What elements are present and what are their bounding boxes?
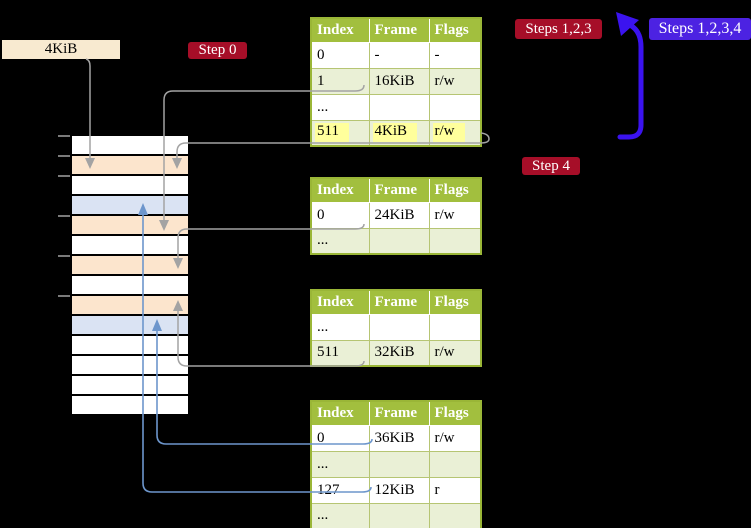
frame-size-label: 4KiB — [2, 40, 120, 59]
table-cell — [368, 313, 430, 341]
table-cell: r — [428, 476, 482, 504]
memory-frame-row — [72, 276, 188, 296]
table-row: 511 4KiB r/w — [310, 119, 482, 147]
table-row: ... — [310, 502, 482, 528]
table-row: 0-- — [310, 41, 482, 69]
memory-frame-row — [72, 356, 188, 376]
table-cell: 32KiB — [368, 339, 430, 367]
memory-tick — [58, 175, 70, 177]
memory-frame-row — [72, 136, 188, 156]
memory-frame-row — [72, 316, 188, 336]
memory-frame-row — [72, 216, 188, 236]
table-cell — [428, 313, 482, 341]
column-header: Flags — [428, 289, 482, 315]
memory-frame-row — [72, 156, 188, 176]
memory-tick — [58, 215, 70, 217]
memory-frame-row — [72, 376, 188, 396]
column-header: Frame — [368, 177, 430, 203]
table-cell: 511 — [310, 339, 370, 367]
column-header: Index — [310, 177, 370, 203]
memory-tick — [58, 135, 70, 137]
table-cell: 4KiB — [368, 119, 430, 147]
column-header: Flags — [428, 177, 482, 203]
table-cell: 511 — [310, 119, 370, 147]
table-row: ... — [310, 93, 482, 121]
highlighted-value: 4KiB — [372, 123, 418, 143]
step0-badge: Step 0 — [188, 42, 247, 59]
table-cell — [368, 227, 430, 255]
table-cell: r/w — [428, 119, 482, 147]
table-row: ... — [310, 450, 482, 478]
steps-123-badge: Steps 1,2,3 — [515, 19, 602, 39]
recursive-mapping-arrow — [617, 22, 644, 140]
table-cell: r/w — [428, 67, 482, 95]
table-cell: r/w — [428, 339, 482, 367]
highlighted-value: r/w — [432, 123, 465, 143]
memory-tick — [58, 155, 70, 157]
table-cell: ... — [310, 93, 370, 121]
memory-frame-row — [72, 296, 188, 316]
memory-tick — [58, 295, 70, 297]
table-cell — [368, 450, 430, 478]
column-header: Index — [310, 400, 370, 426]
memory-frame-row — [72, 396, 188, 414]
table-cell: ... — [310, 313, 370, 341]
table-cell: r/w — [428, 201, 482, 229]
table-cell: 1 — [310, 67, 370, 95]
table-cell: 0 — [310, 41, 370, 69]
table-cell — [368, 502, 430, 528]
column-header: Index — [310, 17, 370, 43]
table-cell: 127 — [310, 476, 370, 504]
arrow-up-left-icon — [616, 12, 639, 36]
table-cell — [428, 227, 482, 255]
table-row: ... — [310, 227, 482, 255]
table-row: ... — [310, 313, 482, 341]
table-cell: ... — [310, 227, 370, 255]
memory-frame-row — [72, 176, 188, 196]
table-cell — [428, 450, 482, 478]
memory-frame-row — [72, 256, 188, 276]
table-cell: r/w — [428, 424, 482, 452]
column-header: Frame — [368, 17, 430, 43]
column-header: Index — [310, 289, 370, 315]
memory-frame-row — [72, 196, 188, 216]
column-header: Flags — [428, 17, 482, 43]
table-cell — [428, 502, 482, 528]
column-header: Flags — [428, 400, 482, 426]
table-cell: ... — [310, 450, 370, 478]
table-cell: - — [428, 41, 482, 69]
table-cell: 36KiB — [368, 424, 430, 452]
table-cell — [428, 93, 482, 121]
memory-tick — [58, 255, 70, 257]
steps-1234-badge: Steps 1,2,3,4 — [649, 18, 751, 40]
physical-memory-strip — [70, 134, 190, 416]
column-header: Frame — [368, 400, 430, 426]
table-cell: 0 — [310, 424, 370, 452]
table-cell: 16KiB — [368, 67, 430, 95]
table-cell: 24KiB — [368, 201, 430, 229]
table-cell: 12KiB — [368, 476, 430, 504]
table-cell: ... — [310, 502, 370, 528]
highlighted-value: 511 — [315, 123, 349, 143]
step4-badge: Step 4 — [522, 157, 580, 175]
table-cell: 0 — [310, 201, 370, 229]
column-header: Frame — [368, 289, 430, 315]
memory-frame-row — [72, 236, 188, 256]
table-cell — [368, 93, 430, 121]
memory-frame-row — [72, 336, 188, 356]
table-cell: - — [368, 41, 430, 69]
